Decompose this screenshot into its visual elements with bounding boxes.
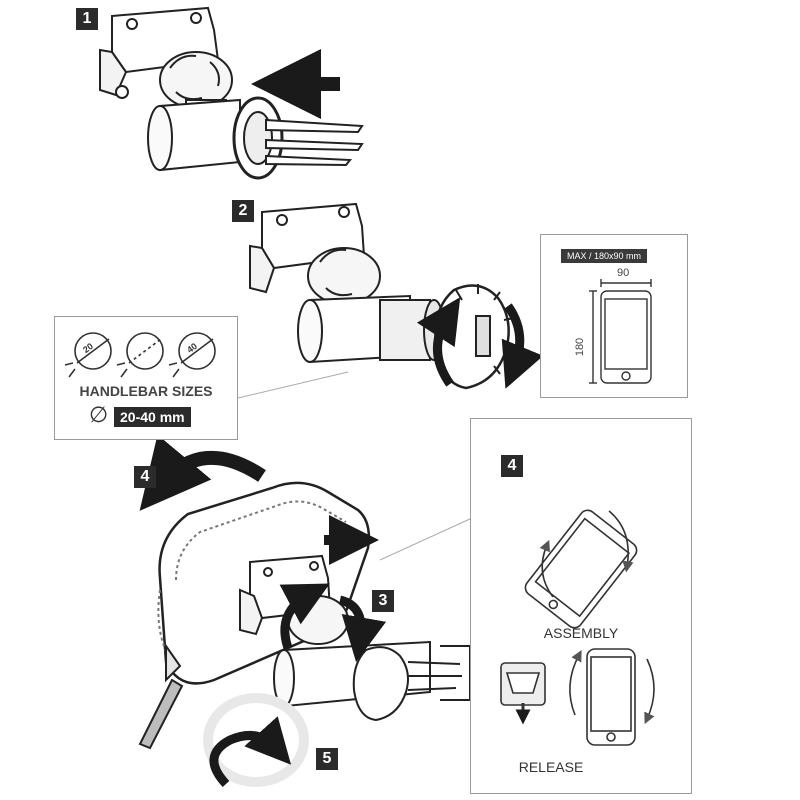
- max-size-label: MAX / 180x90 mm: [561, 249, 648, 263]
- step2-mount-illustration: [249, 202, 515, 390]
- zip-close-arrow-icon: [209, 716, 292, 788]
- step-3-badge: 3: [372, 590, 394, 612]
- rotate-left-arrow-icon: [416, 297, 461, 387]
- step-4-panel-badge: 4: [501, 455, 523, 477]
- max-phone-size-panel: MAX / 180x90 mm 90 180: [540, 234, 688, 398]
- gauge-icons: [64, 332, 216, 378]
- handlebar-range-badge: 20-40 mm: [114, 407, 191, 427]
- phone-width-label: 90: [617, 267, 630, 279]
- rotate-right-arrow-icon: [501, 303, 544, 389]
- assembly-release-panel: 4 ASSEMBLY RELEASE: [470, 418, 692, 794]
- step1-mount-illustration: [99, 6, 364, 180]
- release-caption: RELEASE: [518, 759, 584, 775]
- rotate-knob-left-icon: [279, 583, 330, 650]
- rotate-knob-right-icon: [338, 595, 387, 663]
- assembly-caption: ASSEMBLY: [543, 625, 619, 641]
- step-2-badge: 2: [232, 200, 254, 222]
- swivel-arrow-icon: [139, 434, 266, 511]
- phone-case-illustration: [138, 481, 471, 750]
- phone-outline-icon: [589, 279, 652, 384]
- handlebar-sizes-panel: 20 40 HANDLEBAR SIZES ∅ 20-40 mm: [54, 316, 238, 440]
- zipper-ring-illustration: [203, 693, 309, 787]
- step-1-badge: 1: [76, 8, 98, 30]
- assembly-release-illustration: [500, 509, 655, 746]
- step-4-badge: 4: [134, 466, 156, 488]
- connector-line: [237, 371, 349, 399]
- diameter-symbol: ∅: [89, 403, 109, 428]
- connector-line: [379, 517, 473, 561]
- step-5-badge: 5: [316, 748, 338, 770]
- phone-rotate-assembly-icon: [524, 509, 638, 629]
- handlebar-sizes-title: HANDLEBAR SIZES: [79, 383, 213, 399]
